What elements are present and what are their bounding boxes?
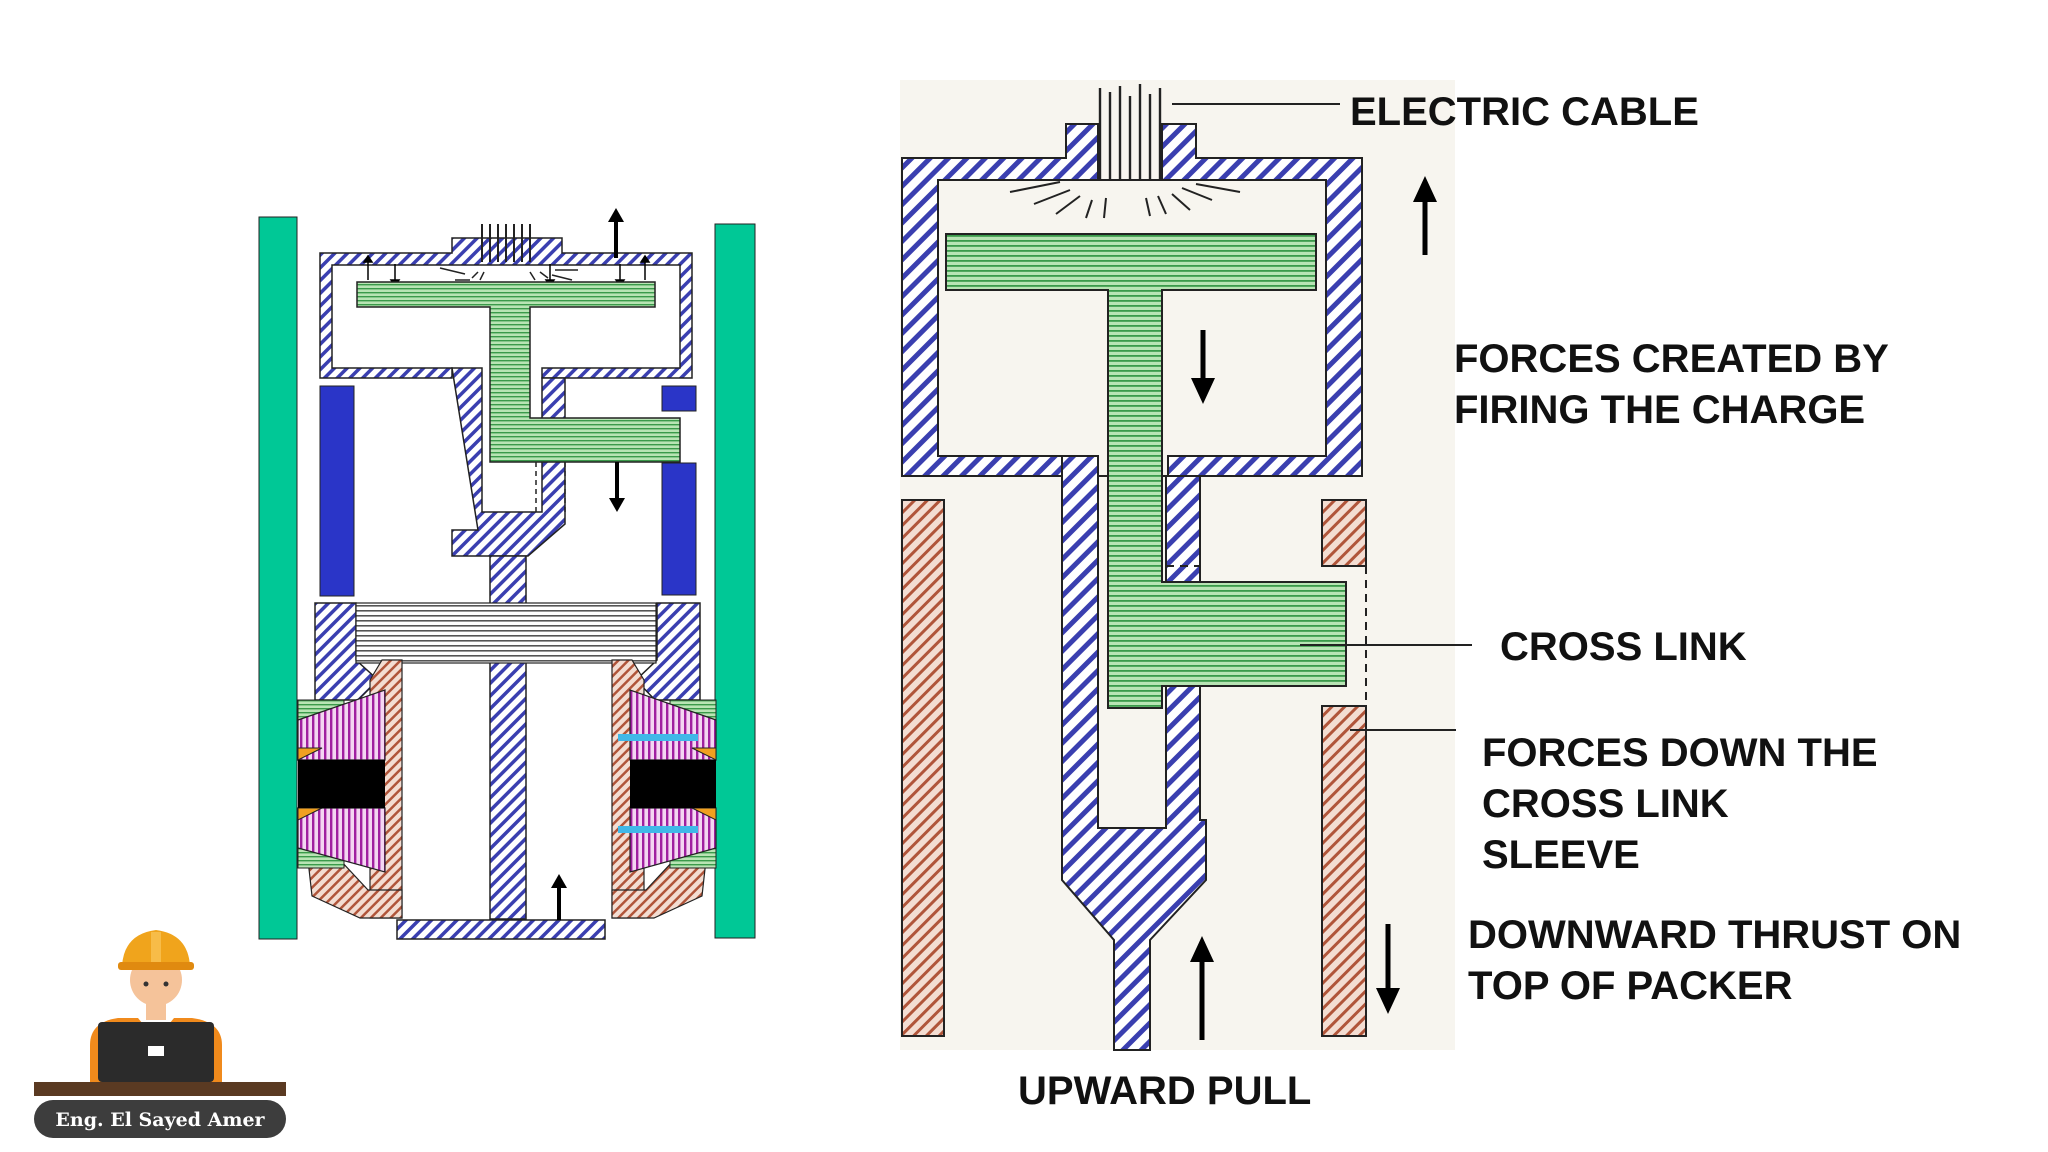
label-forces-created-2: FIRING THE CHARGE — [1454, 388, 1865, 432]
author-name: Eng. El Sayed Amer — [55, 1109, 265, 1131]
right-firing-burst — [1009, 181, 1241, 219]
right-arrow-up-top — [1413, 176, 1437, 255]
left-electric-cable — [481, 224, 531, 262]
label-forces-down-2: CROSS LINK — [1482, 782, 1729, 826]
right-sleeve-right-top — [1321, 499, 1367, 567]
label-cross-link: CROSS LINK — [1500, 625, 1747, 669]
right-piston — [945, 233, 1347, 709]
casing-right-wall — [714, 223, 756, 939]
left-ratchet-threads — [355, 602, 657, 664]
right-detail-diagram — [900, 80, 1472, 1051]
left-setting-tool-diagram — [258, 208, 756, 940]
left-wedge-upper-left — [297, 747, 323, 761]
label-downward-thrust-1: DOWNWARD THRUST ON — [1468, 913, 1961, 957]
left-arrow-up-bottom — [551, 874, 567, 920]
left-bottom-sub-left — [307, 859, 403, 919]
label-forces-down-3: SLEEVE — [1482, 833, 1640, 877]
left-wedge-upper-right — [691, 747, 717, 761]
right-arrow-up-bottom — [1190, 936, 1214, 1040]
left-bottom-sub-right — [611, 859, 707, 919]
left-seal-element-right — [630, 760, 716, 808]
author-badge: Eng. El Sayed Amer — [34, 930, 286, 1138]
left-arrow-up-top — [608, 208, 624, 258]
desk — [34, 1082, 286, 1096]
label-electric-cable: ELECTRIC CABLE — [1350, 90, 1699, 134]
left-housing-neck — [451, 367, 566, 557]
left-base-plate — [396, 919, 606, 940]
label-forces-down-1: FORCES DOWN THE — [1482, 731, 1878, 775]
left-blue-block-left — [319, 385, 355, 597]
right-arrow-down-piston — [1191, 330, 1215, 404]
right-arrow-down-bottom — [1376, 924, 1400, 1014]
right-sleeve-right — [1321, 705, 1367, 1037]
left-firing-burst — [439, 267, 578, 281]
right-upper-housing — [901, 123, 1363, 477]
left-piston — [356, 281, 681, 463]
casing-left-wall — [258, 216, 298, 940]
left-blue-block-right — [661, 462, 697, 596]
right-sleeve-left — [901, 499, 945, 1037]
author-name-pill — [34, 1100, 286, 1138]
engineer-avatar — [34, 930, 286, 1096]
right-electric-cable — [1098, 84, 1162, 180]
left-arrow-down-mid — [609, 462, 625, 512]
label-upward-pull: UPWARD PULL — [1018, 1069, 1311, 1113]
left-seal-element-left — [298, 760, 385, 808]
left-band-upper — [618, 734, 698, 741]
left-band-lower — [618, 826, 698, 833]
label-forces-created-1: FORCES CREATED BY — [1454, 337, 1889, 381]
label-downward-thrust-2: TOP OF PACKER — [1468, 964, 1793, 1008]
left-blue-block-right-top — [661, 385, 697, 412]
